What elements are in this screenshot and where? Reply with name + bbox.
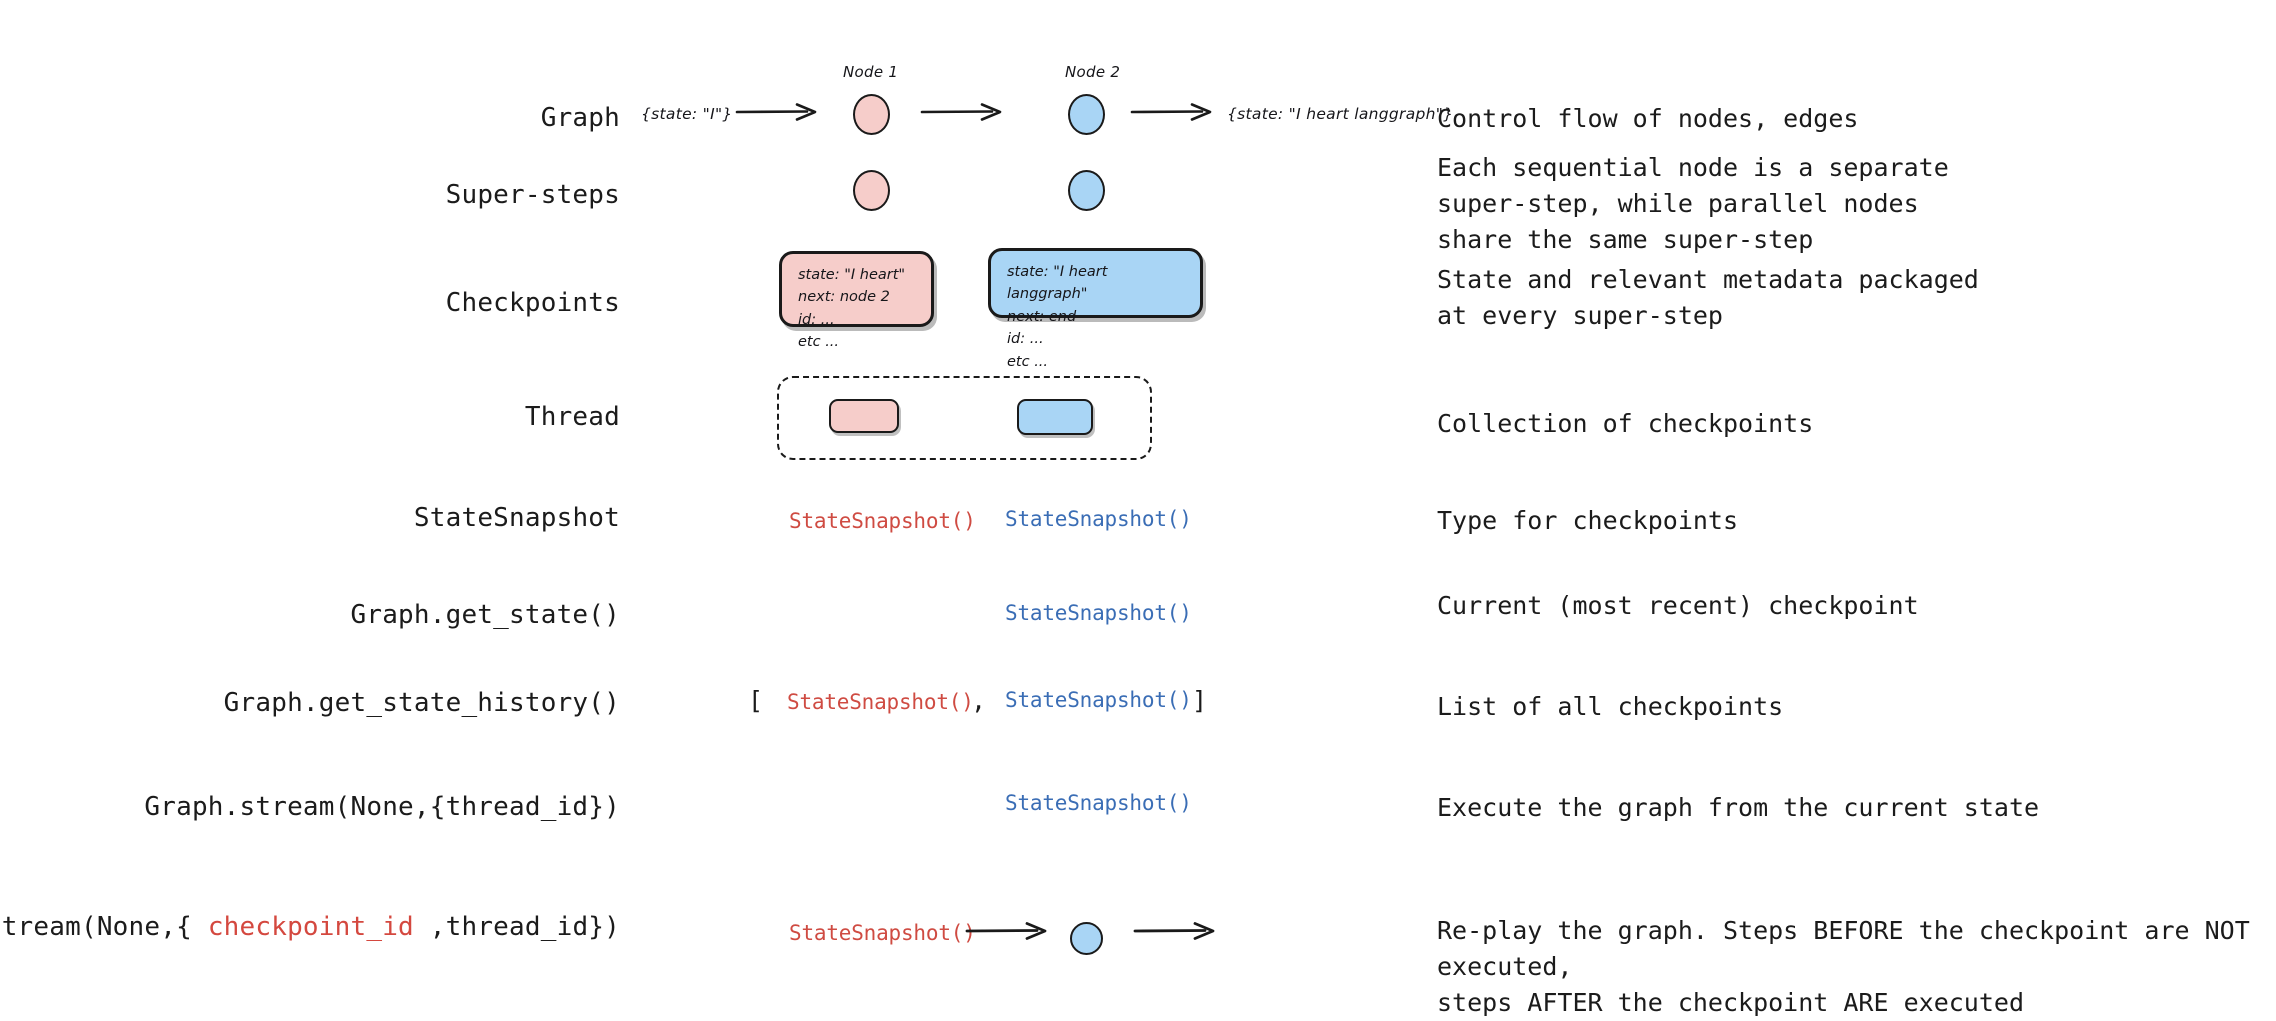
checkpoint-box-1: state: "I heart" next: node 2 id: ... et… bbox=[779, 251, 934, 350]
description-thread: Collection of checkpoints bbox=[1437, 409, 1814, 438]
history-bracket-close: ] bbox=[1192, 686, 1208, 715]
history-token-blue: StateSnapshot() bbox=[1005, 688, 1192, 712]
arrow-replay-to-output bbox=[1133, 922, 1215, 940]
description-graph: Control flow of nodes, edges bbox=[1437, 104, 1859, 133]
thread-container bbox=[777, 376, 1152, 460]
stream-checkpoint-label-part2: ,thread_id}) bbox=[413, 912, 620, 942]
checkpoint-box-2-content: state: "I heart langgraph" next: end id:… bbox=[1007, 264, 1108, 370]
row-label-graph: Graph bbox=[540, 103, 620, 133]
row-label-stream-thread: Graph.stream(None,{thread_id}) bbox=[144, 792, 620, 822]
state-snapshot-token-blue: StateSnapshot() bbox=[1005, 507, 1192, 531]
description-get-state: Current (most recent) checkpoint bbox=[1437, 591, 1919, 620]
state-snapshot-token-red: StateSnapshot() bbox=[789, 509, 976, 533]
row-label-get-state-history: Graph.get_state_history() bbox=[223, 688, 620, 718]
row-label-stream-checkpoint: Graph.stream(None,{ checkpoint_id ,threa… bbox=[0, 912, 620, 943]
stream-checkpoint-label-part1: Graph.stream(None,{ bbox=[0, 912, 192, 942]
thread-checkpoint-2 bbox=[1017, 399, 1093, 435]
arrow-replay-to-node bbox=[965, 922, 1047, 940]
super-step-node2-circle bbox=[1068, 170, 1105, 211]
row-label-get-state: Graph.get_state() bbox=[350, 600, 620, 630]
row-label-thread: Thread bbox=[524, 402, 620, 432]
row-label-state-snapshot: StateSnapshot bbox=[413, 503, 620, 533]
description-stream-thread: Execute the graph from the current state bbox=[1437, 793, 2040, 822]
get-state-token-blue: StateSnapshot() bbox=[1005, 601, 1192, 625]
description-super-steps: Each sequential node is a separate super… bbox=[1437, 153, 1949, 254]
history-token-red: StateSnapshot() bbox=[787, 690, 974, 714]
input-state-label: {state: "I"} bbox=[641, 105, 733, 123]
super-step-node1-circle bbox=[853, 170, 890, 211]
stream-checkpoint-token-red: StateSnapshot() bbox=[789, 921, 976, 945]
node2-label: Node 2 bbox=[1065, 63, 1121, 81]
checkpoint-box-1-content: state: "I heart" next: node 2 id: ... et… bbox=[798, 267, 906, 351]
node1-circle bbox=[853, 94, 890, 135]
history-bracket-open: [ bbox=[748, 686, 764, 715]
description-state-snapshot: Type for checkpoints bbox=[1437, 506, 1739, 535]
arrow-input-to-node1 bbox=[735, 103, 817, 121]
history-comma: , bbox=[971, 686, 987, 715]
diagram-canvas: Graph {state: "I"} Node 1 Node 2 {state:… bbox=[0, 63, 2250, 1017]
stream-checkpoint-highlight: checkpoint_id bbox=[207, 912, 414, 942]
description-stream-checkpoint: Re-play the graph. Steps BEFORE the chec… bbox=[1437, 916, 2250, 1017]
arrow-node2-to-output bbox=[1130, 103, 1212, 121]
arrow-node1-to-node2 bbox=[920, 103, 1002, 121]
node2-circle bbox=[1068, 94, 1105, 135]
row-label-super-steps: Super-steps bbox=[445, 180, 620, 210]
row-label-checkpoints: Checkpoints bbox=[445, 288, 620, 318]
output-state-label: {state: "I heart langgraph"} bbox=[1227, 105, 1454, 123]
stream-thread-token-blue: StateSnapshot() bbox=[1005, 791, 1192, 815]
node1-label: Node 1 bbox=[843, 63, 899, 81]
description-checkpoints: State and relevant metadata packaged at … bbox=[1437, 265, 1979, 330]
description-get-state-history: List of all checkpoints bbox=[1437, 692, 1784, 721]
replay-node2-circle bbox=[1070, 922, 1103, 955]
checkpoint-box-2: state: "I heart langgraph" next: end id:… bbox=[988, 248, 1203, 370]
thread-checkpoint-1 bbox=[829, 399, 899, 433]
